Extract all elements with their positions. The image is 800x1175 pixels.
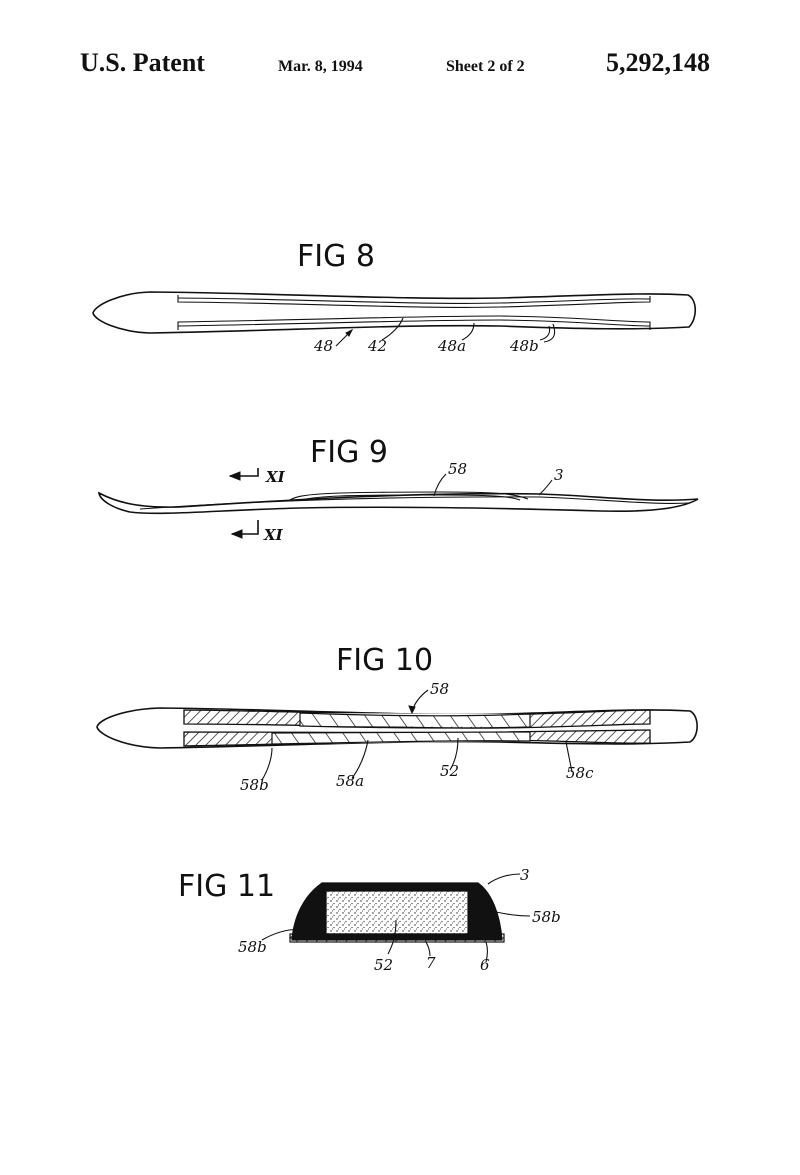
fig11-ref-7: 7 — [426, 954, 436, 972]
fig8-leader-42 — [381, 317, 404, 341]
fig11-leader-7 — [425, 941, 431, 957]
fig10-ref-58a: 58a — [336, 772, 364, 790]
fig11-core-foam — [326, 891, 468, 934]
fig11-ref-3: 3 — [520, 866, 530, 884]
fig8-ref-42: 42 — [367, 337, 387, 355]
fig9-leader-58 — [433, 473, 447, 497]
fig8-ref-48: 48 — [313, 337, 333, 355]
fig10-label: FIG 10 — [336, 643, 433, 678]
fig11-leader-3 — [487, 873, 521, 885]
fig11-ref-52: 52 — [374, 956, 393, 974]
fig10-ref-58b: 58b — [240, 776, 269, 794]
fig9-section-top-arrow — [228, 471, 241, 481]
patent-date: Mar. 8, 1994 — [278, 58, 363, 75]
fig8-lower-rail — [177, 315, 651, 330]
fig8-ref-48a: 48a — [437, 337, 466, 355]
fig8-ski-outline — [92, 291, 697, 334]
fig9-label: FIG 9 — [310, 435, 388, 470]
fig9-top-line — [139, 496, 691, 510]
fig8-arrowhead-48 — [345, 328, 354, 337]
fig9-section-bottom-arrow — [230, 529, 243, 539]
fig11-leader-58b-right — [495, 911, 531, 917]
fig10-leader-58b — [261, 747, 273, 781]
fig8-lower-rail-inner — [177, 319, 651, 327]
fig9-plate-inner — [299, 494, 521, 501]
fig10-leader-58c — [565, 741, 573, 773]
fig11-ref-6: 6 — [480, 956, 490, 974]
fig9-section-label-top: XI — [265, 468, 286, 486]
fig11-ref-58b-left: 58b — [238, 938, 267, 956]
figure-9: FIG 9 XI XI 58 3 — [97, 435, 699, 544]
fig8-ref-48b: 48b — [509, 337, 539, 355]
fig9-section-bottom — [232, 520, 259, 535]
fig11-ref-58b-right: 58b — [532, 908, 561, 926]
fig9-ski-profile — [97, 491, 699, 515]
fig10-lower-center — [271, 731, 531, 745]
fig9-section-label-bottom: XI — [263, 526, 284, 544]
fig10-ref-58c: 58c — [566, 764, 594, 782]
patent-title: U.S. Patent — [80, 48, 205, 77]
fig11-leader-52 — [387, 919, 397, 955]
figure-8: FIG 8 48 42 48a 48b — [92, 239, 697, 355]
fig11-leader-6 — [485, 941, 489, 963]
fig10-ref-58: 58 — [430, 680, 449, 698]
fig9-leader-3 — [538, 479, 553, 496]
fig8-leader-48b-2 — [543, 323, 556, 343]
sheet-number: Sheet 2 of 2 — [446, 58, 525, 75]
fig10-ref-52: 52 — [440, 762, 459, 780]
figure-10: FIG 10 58 58b 58a 52 58c — [96, 643, 698, 794]
fig9-plate-top — [289, 491, 529, 501]
fig8-label: FIG 8 — [297, 239, 375, 274]
fig9-ref-3: 3 — [554, 466, 564, 484]
fig11-leader-58b-left — [261, 928, 305, 941]
fig10-upper-center — [299, 712, 531, 729]
fig10-leader-52 — [449, 737, 459, 771]
fig10-leader-58a — [351, 739, 369, 779]
fig8-upper-rail-inner — [177, 297, 651, 304]
fig8-leader-48b-1 — [539, 325, 551, 341]
fig10-arrowhead-58 — [408, 705, 416, 715]
patent-number: 5,292,148 — [606, 48, 710, 77]
fig11-label: FIG 11 — [178, 869, 275, 904]
fig9-ref-58: 58 — [448, 460, 467, 478]
fig8-upper-rail — [177, 295, 651, 308]
figure-11: FIG 11 3 58b 58b 52 7 6 — [178, 866, 561, 974]
fig8-leader-48a — [461, 322, 475, 341]
